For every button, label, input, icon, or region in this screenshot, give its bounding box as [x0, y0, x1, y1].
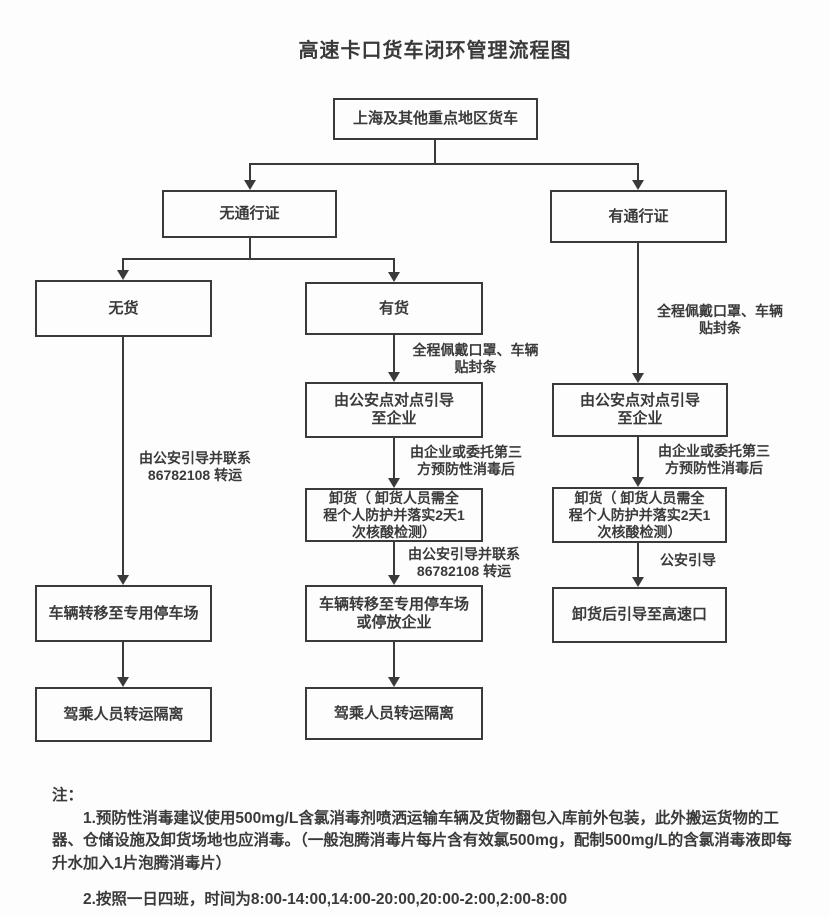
node-has-cargo: 有货 — [305, 282, 483, 335]
connector-line — [637, 543, 639, 578]
connector-line — [393, 642, 395, 678]
arrowhead-down — [388, 272, 400, 282]
page-title: 高速卡口货车闭环管理流程图 — [298, 40, 572, 62]
arrowhead-down — [388, 677, 400, 687]
edge-label-mid-police-call: 由公安引导并联系 86782108 转运 — [408, 546, 520, 579]
connector-line — [393, 438, 395, 479]
arrowhead-down — [388, 372, 400, 382]
connector-line — [249, 163, 251, 181]
node-start: 上海及其他重点地区货车 — [333, 98, 538, 140]
node-no-cargo: 无货 — [35, 280, 212, 337]
connector-line — [122, 258, 395, 260]
notes-label: 注： — [52, 787, 84, 804]
node-has-pass: 有通行证 — [550, 190, 727, 243]
connector-line — [122, 337, 124, 576]
edge-label-right-police-guide: 公安引导 — [660, 552, 716, 568]
arrowhead-down — [632, 577, 644, 587]
connector-line — [637, 437, 639, 478]
arrowhead-down — [244, 180, 256, 190]
note-2: 2.按照一日四班，时间为8:00-14:00,14:00-20:00,20:00… — [83, 891, 568, 908]
edge-label-mid-mask-seal: 全程佩戴口罩、车辆 贴封条 — [412, 342, 539, 375]
node-right-exit: 卸货后引导至高速口 — [552, 587, 727, 643]
connector-line — [249, 238, 251, 260]
arrowhead-down — [117, 677, 129, 687]
note-1: 1.预防性消毒建议使用500mg/L含氯消毒剂喷洒运输车辆及货物翻包入库前外包装… — [52, 809, 792, 872]
connector-line — [637, 243, 639, 374]
arrowhead-down — [117, 270, 129, 280]
edge-label-mid-disinfect: 由企业或委托第三 方预防性消毒后 — [410, 444, 522, 477]
arrowhead-down — [388, 478, 400, 488]
arrowhead-down — [117, 575, 129, 585]
connector-line — [249, 163, 639, 165]
node-left-quarantine: 驾乘人员转运隔离 — [35, 687, 212, 742]
connector-line — [393, 335, 395, 373]
edge-label-right-mask-seal: 全程佩戴口罩、车辆 贴封条 — [657, 303, 783, 336]
node-mid-transfer: 车辆转移至专用停车场 或停放企业 — [305, 585, 483, 642]
connector-line — [122, 258, 124, 271]
node-right-police-guide: 由公安点对点引导 至企业 — [552, 383, 728, 437]
connector-line — [122, 642, 124, 678]
node-left-transfer: 车辆转移至专用停车场 — [35, 585, 212, 642]
arrowhead-down — [632, 477, 644, 487]
connector-line — [393, 258, 395, 273]
notes-section: 注： 1.预防性消毒建议使用500mg/L含氯消毒剂喷洒运输车辆及货物翻包入库前… — [52, 785, 800, 912]
node-right-unload: 卸货（ 卸货人员需全 程个人防护并落实2天1 次核酸检测） — [552, 487, 727, 543]
node-mid-unload: 卸货（ 卸货人员需全 程个人防护并落实2天1 次核酸检测） — [305, 488, 483, 542]
arrowhead-down — [632, 373, 644, 383]
node-mid-quarantine: 驾乘人员转运隔离 — [305, 687, 483, 740]
node-mid-police-guide: 由公安点对点引导 至企业 — [305, 382, 483, 438]
arrowhead-down — [632, 180, 644, 190]
node-no-pass: 无通行证 — [162, 190, 337, 238]
connector-line — [637, 163, 639, 180]
edge-label-right-disinfect: 由企业或委托第三 方预防性消毒后 — [658, 443, 770, 476]
arrowhead-down — [388, 575, 400, 585]
edge-label-left-police-call: 由公安引导并联系 86782108 转运 — [139, 450, 251, 483]
connector-line — [393, 542, 395, 576]
connector-line — [434, 140, 436, 164]
